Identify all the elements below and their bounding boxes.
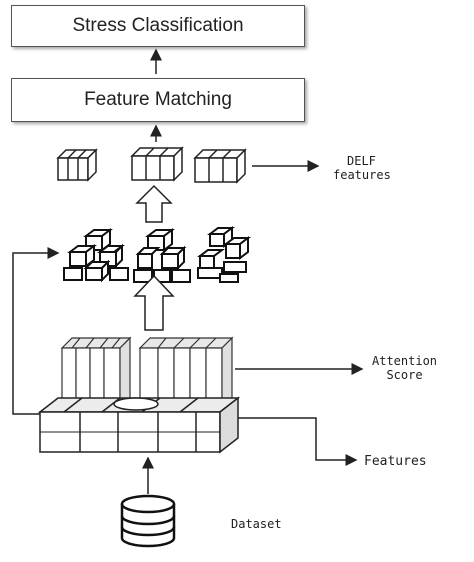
features-label: Features bbox=[364, 454, 427, 469]
stress-classification-box: Stress Classification bbox=[11, 5, 305, 47]
cube-grid-icon bbox=[63, 226, 251, 283]
hollow-arrow-lower bbox=[133, 274, 175, 331]
attention-label-line1: Attention bbox=[372, 354, 438, 368]
feature-matching-box: Feature Matching bbox=[11, 78, 305, 122]
feature-map-base bbox=[37, 396, 241, 454]
delf-label-line2: features bbox=[333, 168, 391, 182]
dataset-label: Dataset bbox=[231, 517, 282, 531]
feature-matching-label: Feature Matching bbox=[84, 89, 232, 110]
sliced-block-icon bbox=[56, 146, 247, 184]
delf-features-label: DELF features bbox=[333, 154, 391, 182]
stress-classification-label: Stress Classification bbox=[72, 15, 244, 36]
hollow-arrow-upper bbox=[135, 184, 173, 223]
arrow-to-features-label bbox=[238, 417, 358, 466]
attention-label-line2: Score bbox=[386, 368, 423, 382]
attention-score-label: Attention Score bbox=[372, 354, 437, 382]
database-icon bbox=[120, 494, 176, 548]
feedback-loop-arrow bbox=[12, 247, 60, 415]
delf-label-line1: DELF bbox=[347, 154, 376, 168]
